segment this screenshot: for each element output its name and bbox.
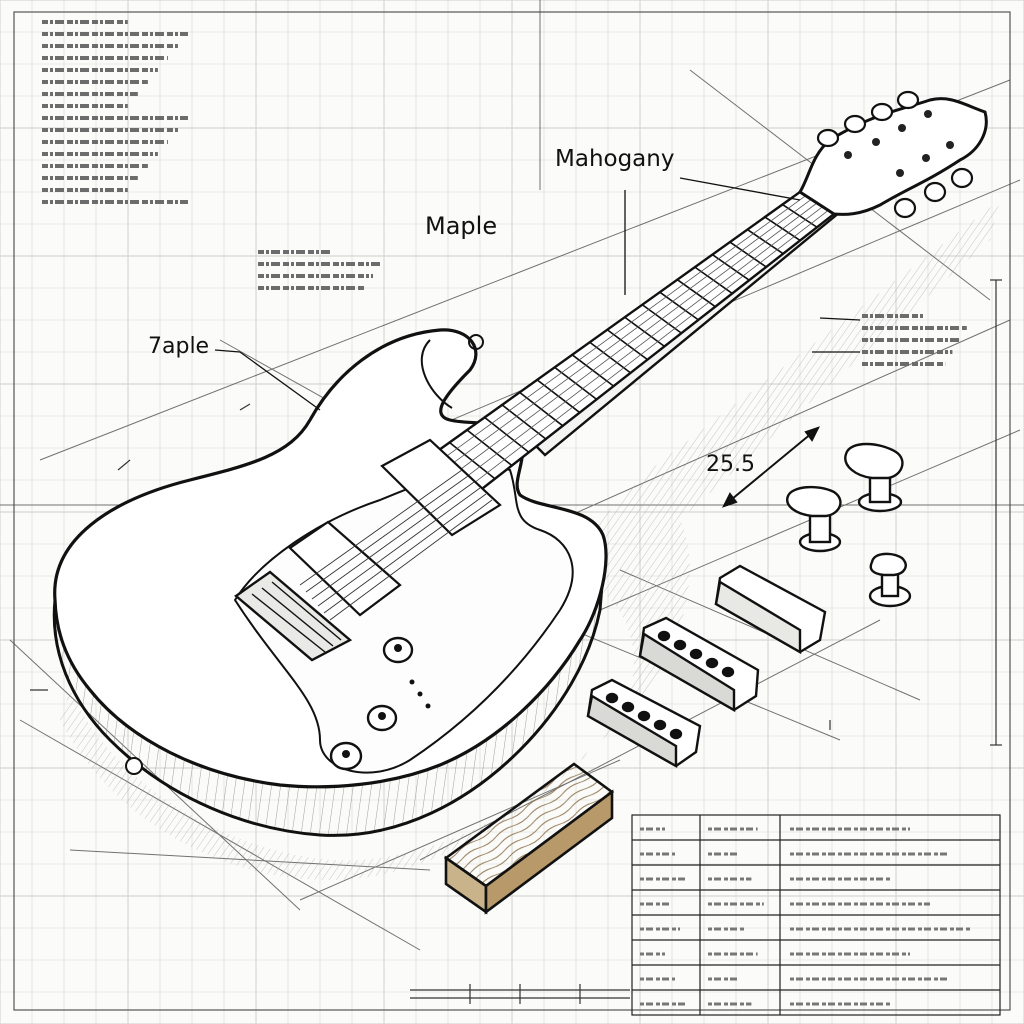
illegible-notes-center (258, 246, 392, 300)
scale-length-arrow (722, 426, 820, 508)
pickup-icon (586, 564, 827, 769)
illegible-notes-right (862, 310, 980, 380)
wood-block-icon (443, 762, 615, 915)
illegible-notes-topleft (42, 16, 200, 214)
guitar-headstock (797, 90, 988, 219)
label-maple-misprint: 7aple (148, 334, 210, 359)
guitar-shadow (60, 200, 1000, 880)
tuning-peg-icon (786, 442, 912, 608)
spec-table (631, 814, 1001, 1016)
guitar-neck (430, 188, 842, 494)
body-hardware (234, 438, 502, 771)
dimension-ticks (30, 279, 1002, 1004)
label-maple: Maple (425, 212, 498, 240)
label-mahogany: Mahogany (555, 146, 675, 172)
label-leaders (214, 177, 861, 411)
label-scale-length: 25.5 (706, 452, 755, 477)
